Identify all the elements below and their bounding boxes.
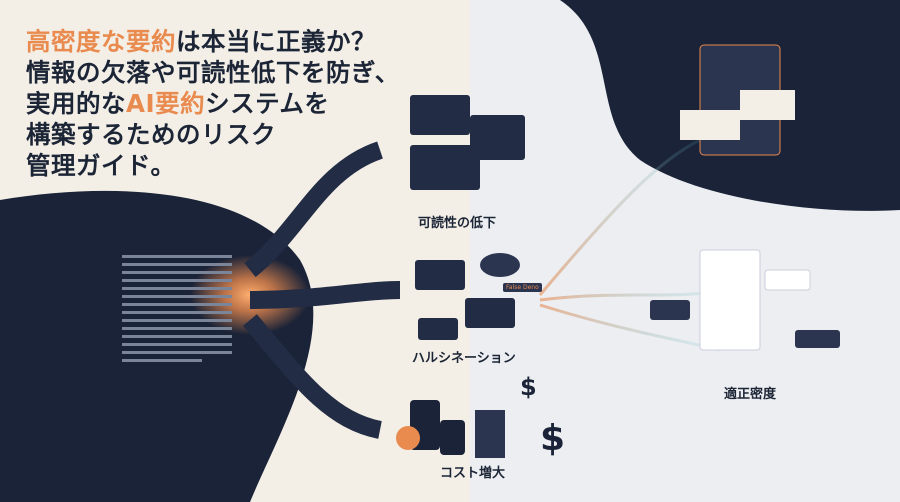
headline-line1: は本当に正義か？ [176,27,376,56]
headline-line2: 情報の欠落や可読性低下を防ぎ、 [26,58,400,87]
readability-chat-icons [410,95,525,190]
label-cost: コスト増大 [440,466,506,481]
svg-text:$: $ [520,373,537,401]
headline: 高密度な要約は本当に正義か？ 情報の欠落や可読性低下を防ぎ、 実用的なAI要約シ… [26,26,400,181]
flow-arrows [243,141,401,439]
label-readability: 可読性の低下 [418,216,497,231]
headline-highlight-ai: AI要約 [126,89,206,118]
headline-line3-rest: システムを [205,89,330,118]
cost-coins: $ $ [396,373,565,459]
headline-highlight: 高密度な要約 [26,27,176,56]
headline-line4: 構築するためのリスク [26,120,276,149]
label-hallucination: ハルシネーション [412,351,516,366]
label-optimal-density: 適正密度 [724,387,777,402]
hallucination-chat-icons [415,253,520,340]
svg-text:$: $ [540,418,565,459]
gibberish-text-block [122,255,232,362]
false-badge: False Deno [503,283,542,292]
document-cards-optimal [650,249,840,351]
document-cards-top [680,44,795,156]
headline-line3: 実用的な [26,89,126,118]
headline-line5: 管理ガイド。 [26,151,176,180]
